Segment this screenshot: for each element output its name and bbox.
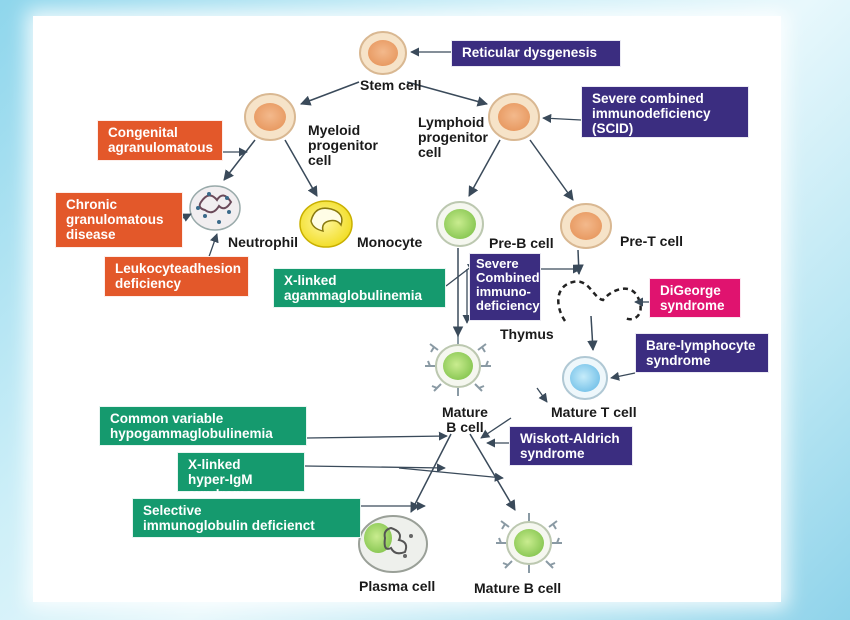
stem-cell-icon <box>359 31 407 75</box>
digeorge-syndrome-box: DiGeorge syndrome <box>649 278 741 318</box>
severe-combined-immunodeficiency-box: Severe Combined immuno- deficiency <box>469 253 541 321</box>
monocyte-icon <box>299 200 353 248</box>
selective-immunoglobulin-deficiency-box: Selective immunoglobulin deficienct <box>132 498 361 538</box>
lymphoid-progenitor-icon <box>488 93 540 141</box>
myeloid-progenitor-label: Myeloid progenitor cell <box>308 122 378 168</box>
pre-t-cell-label: Pre-T cell <box>620 233 684 249</box>
neutrophil-label: Neutrophil <box>228 234 298 250</box>
lymphoid-progenitor-label: Lymphoid progenitor cell <box>418 114 488 160</box>
wiskott-aldrich-syndrome-box: Wiskott-Aldrich syndrome <box>509 426 633 466</box>
myeloid-progenitor-icon <box>244 93 296 141</box>
leukocyte-adhesion-deficiency-box: Leukocyteadhesion deficiency <box>104 256 249 297</box>
reticular-dysgenesis-box: Reticular dysgenesis <box>451 40 621 67</box>
plasma-cell-icon <box>358 515 428 573</box>
thymus-label: Thymus <box>500 326 554 342</box>
congenital-agranulomatous-box: Congenital agranulomatous <box>97 120 223 161</box>
diagram-panel: Stem cell Myeloid progenitor cell Lympho… <box>33 16 781 602</box>
x-linked-hyper-igm-box: X-linked hyper-IgM syndrome <box>177 452 305 502</box>
cell-lineage-diagram <box>181 31 649 573</box>
pre-t-cell-icon <box>560 203 612 249</box>
x-linked-agammaglobulinemia-box: X-linked agammaglobulinemia <box>273 268 446 308</box>
mature-b-cell-2-label: Mature B cell <box>474 580 562 596</box>
mature-b-cell-2-icon <box>496 513 562 573</box>
plasma-cell-label: Plasma cell <box>359 578 436 594</box>
mature-t-cell-icon <box>562 356 608 400</box>
thymus-icon <box>557 280 642 322</box>
stem-cell-label: Stem cell <box>360 77 422 93</box>
mature-b-cell-icon <box>425 336 491 396</box>
mature-t-cell-label: Mature T cell <box>551 404 637 420</box>
neutrophil-icon <box>189 185 241 231</box>
monocyte-label: Monocyte <box>357 234 423 250</box>
mature-b-cell-label: Mature B cell <box>442 404 488 435</box>
pre-b-cell-label: Pre-B cell <box>489 235 554 251</box>
lineage-arrows <box>223 81 598 513</box>
cvid-box: Common variable hypogammaglobulinemia <box>99 406 307 446</box>
pre-b-cell-icon <box>436 201 484 247</box>
chronic-granulomatous-disease-box: Chronic granulomatous disease <box>55 192 183 248</box>
scid-box: Severe combined immunodeficiency (SCID) <box>581 86 749 138</box>
bare-lymphocyte-syndrome-box: Bare-lymphocyte syndrome <box>635 333 769 373</box>
